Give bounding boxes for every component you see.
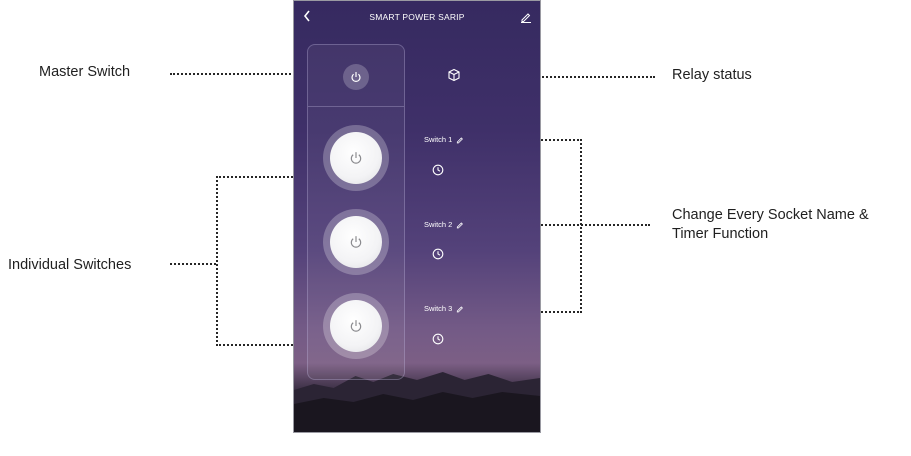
switch-3-button-face — [330, 300, 382, 352]
switch-3-timer-button[interactable] — [432, 332, 444, 345]
power-icon — [350, 236, 362, 248]
individual-bracket — [216, 176, 300, 346]
back-button[interactable] — [302, 6, 320, 26]
switch-1-button-face — [330, 132, 382, 184]
switch-3-name-text: Switch 3 — [424, 304, 453, 313]
clock-icon — [432, 248, 444, 260]
switch-3-power-button[interactable] — [323, 293, 389, 359]
switch-2-name-text: Switch 2 — [424, 220, 453, 229]
individual-switches-label: Individual Switches — [8, 257, 132, 273]
switch-1-name[interactable]: Switch 1 — [424, 135, 464, 144]
change-socket-name-label: Change Every Socket Name & Timer Functio… — [672, 206, 869, 244]
master-switch-button[interactable] — [343, 64, 369, 90]
switch-1-power-button[interactable] — [323, 125, 389, 191]
edit-device-button[interactable] — [520, 10, 534, 24]
power-icon — [350, 320, 362, 332]
switch-panel — [307, 44, 405, 380]
chevron-left-icon — [303, 10, 310, 22]
power-icon — [351, 72, 361, 82]
pencil-icon — [457, 136, 464, 143]
change-socket-name-line-1: Change Every Socket Name & — [672, 207, 869, 223]
switch-1-timer-button[interactable] — [432, 163, 444, 176]
switch-2-leader — [470, 224, 650, 226]
switch-2-button-face — [330, 216, 382, 268]
clock-icon — [432, 164, 444, 176]
mountain-silhouette — [294, 372, 540, 432]
switch-2-timer-button[interactable] — [432, 247, 444, 260]
relay-status-label: Relay status — [672, 67, 752, 83]
phone-screen: SMART POWER SARIP — [293, 0, 541, 433]
top-bar: SMART POWER SARIP — [294, 1, 540, 31]
power-icon — [350, 152, 362, 164]
switch-1-name-text: Switch 1 — [424, 135, 453, 144]
cube-icon — [448, 68, 460, 82]
panel-divider — [308, 106, 404, 107]
master-switch-label: Master Switch — [39, 64, 131, 80]
app-title: SMART POWER SARIP — [369, 12, 465, 22]
switch-2-name[interactable]: Switch 2 — [424, 220, 464, 229]
pencil-icon — [457, 305, 464, 312]
relay-status-leader — [487, 76, 655, 78]
clock-icon — [432, 333, 444, 345]
switch-3-name[interactable]: Switch 3 — [424, 304, 464, 313]
pencil-icon — [457, 221, 464, 228]
pencil-icon — [521, 13, 531, 23]
individual-switches-leader — [170, 263, 216, 265]
master-switch-leader — [170, 73, 298, 75]
change-socket-name-line-2: Timer Function — [672, 226, 769, 242]
switch-2-power-button[interactable] — [323, 209, 389, 275]
